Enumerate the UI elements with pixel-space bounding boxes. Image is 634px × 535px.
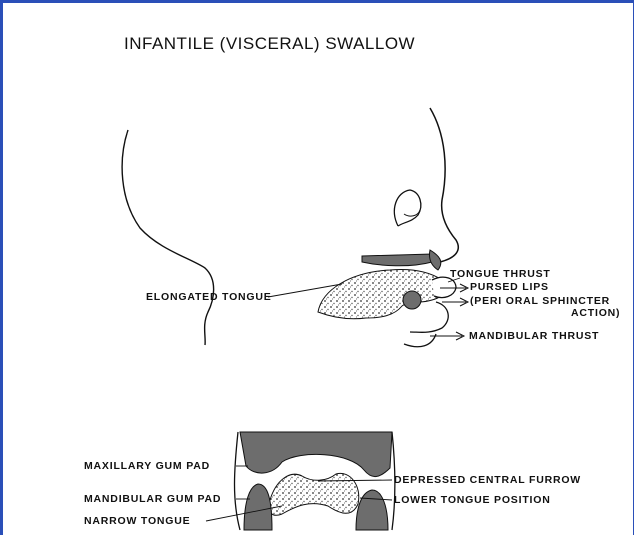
label-mandibular-thrust: MANDIBULAR THRUST	[469, 330, 599, 342]
peri-oral-arrow	[442, 298, 468, 306]
label-narrow-tongue: NARROW TONGUE	[84, 515, 190, 527]
face-profile-outline	[430, 108, 458, 262]
mandibular-thrust-arrow	[430, 332, 464, 340]
eye-outline	[394, 190, 420, 226]
palate	[362, 254, 432, 266]
label-mandibular-gum-pad: MANDIBULAR GUM PAD	[84, 493, 221, 505]
narrow-tongue	[269, 473, 359, 515]
mandibular-gum-pad-left	[244, 484, 272, 530]
label-depressed-central-furrow: DEPRESSED CENTRAL FURROW	[394, 474, 581, 486]
label-maxillary-gum-pad: MAXILLARY GUM PAD	[84, 460, 210, 472]
elongated-tongue	[318, 269, 446, 318]
maxillary-gum-pad	[240, 432, 392, 477]
label-lower-tongue-position: LOWER TONGUE POSITION	[394, 494, 551, 506]
label-elongated-tongue: ELONGATED TONGUE	[146, 291, 272, 303]
label-tongue-thrust: TONGUE THRUST	[450, 268, 551, 280]
mandibular-gum-pad-right	[356, 490, 388, 530]
upper-lip	[429, 250, 440, 270]
head-back-outline	[122, 130, 214, 345]
label-pursed-lips: PURSED LIPS	[470, 281, 549, 293]
lower-lip-shade	[403, 291, 421, 309]
label-peri-oral-sphincter: (PERI ORAL SPHINCTER	[470, 295, 610, 307]
label-peri-oral-action: ACTION)	[571, 307, 620, 319]
